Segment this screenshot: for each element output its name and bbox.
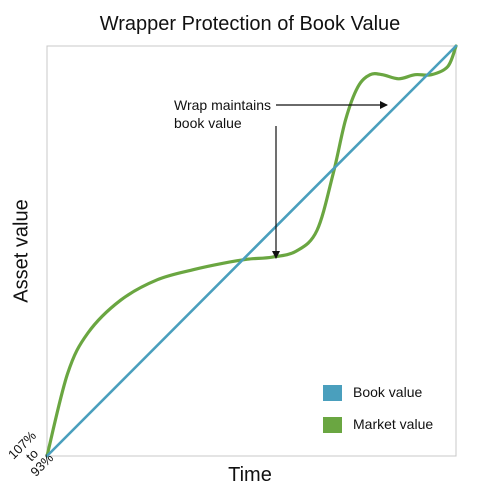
plot-frame — [46, 45, 457, 457]
series-line-market-value — [45, 44, 458, 458]
series-line-book-value — [45, 44, 458, 458]
annotation-line-1: Wrap maintains — [174, 97, 272, 113]
wrap-annotation: Wrap maintains book value — [174, 96, 271, 132]
legend-swatch-market-value — [323, 417, 342, 433]
legend-swatch-book-value — [323, 385, 342, 401]
legend-label-book-value: Book value — [353, 384, 423, 400]
series-layer — [45, 44, 458, 458]
x-axis-label: Time — [228, 464, 272, 486]
legend-label-market-value: Market value — [353, 416, 434, 432]
y-axis-label: Asset value — [10, 199, 33, 303]
annotation-line-2: book value — [174, 115, 242, 131]
chart-title: Wrapper Protection of Book Value — [99, 13, 401, 35]
